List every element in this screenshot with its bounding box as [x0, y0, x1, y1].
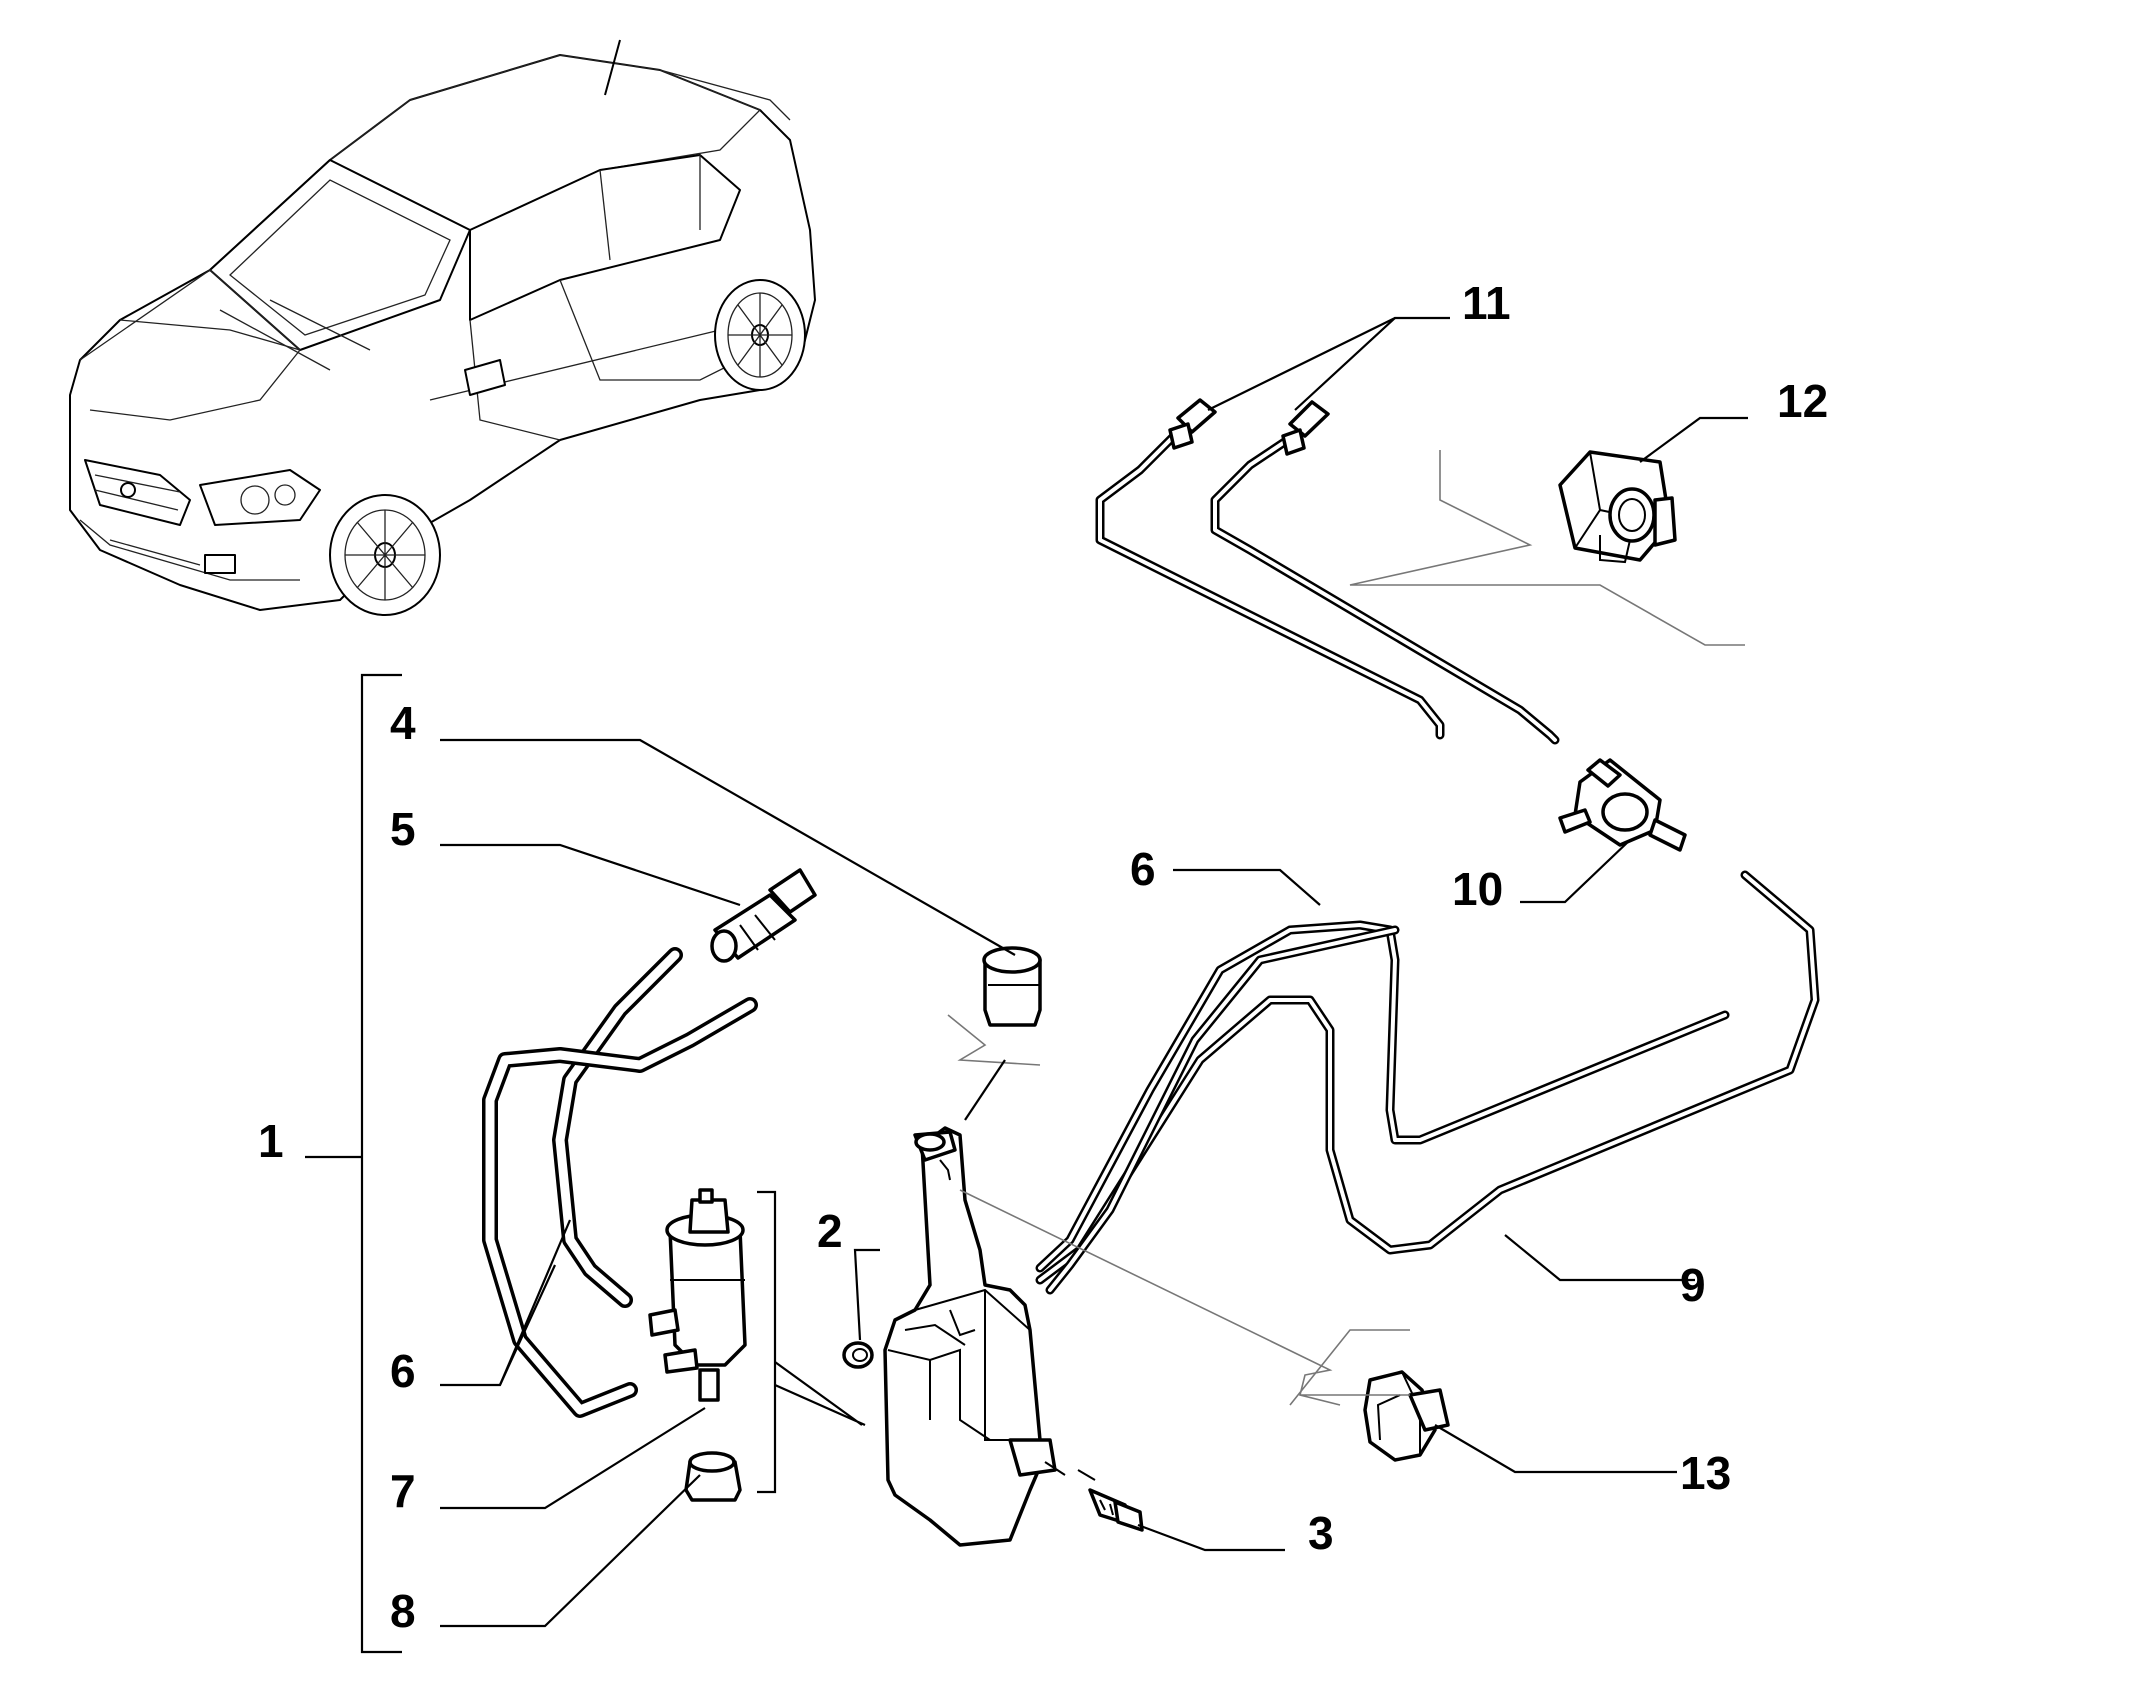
car-illustration — [69, 39, 816, 616]
part-8-grommet — [684, 1451, 742, 1502]
leader-lines — [440, 316, 1748, 1628]
callout-1: 1 — [258, 1115, 284, 1167]
group-bracket — [305, 673, 402, 1654]
callout-3: 3 — [1308, 1507, 1334, 1559]
callout-13: 13 — [1680, 1447, 1732, 1499]
callout-10: 10 — [1452, 863, 1504, 915]
part-12-connector — [1558, 450, 1677, 564]
part-11-spray-pipes — [1095, 398, 1560, 745]
part-4-cap — [982, 946, 1042, 1027]
callout-12: 12 — [1777, 375, 1829, 427]
callout-4: 4 — [390, 697, 416, 749]
part-10-t-connector — [1558, 758, 1687, 852]
part-6-hoses — [482, 947, 758, 1418]
callout-11: 11 — [1462, 277, 1511, 329]
callout-7: 7 — [390, 1465, 416, 1517]
callout-6-hoses: 6 — [390, 1345, 416, 1397]
part-5-fitting — [710, 868, 817, 963]
part-13-clip — [1363, 1370, 1450, 1462]
callout-8: 8 — [390, 1585, 416, 1637]
washer-reservoir — [883, 1126, 1066, 1547]
part-9-pipe — [1035, 870, 1820, 1295]
callout-9: 9 — [1680, 1259, 1706, 1311]
part-2-seal — [842, 1341, 874, 1369]
callout-2: 2 — [817, 1205, 843, 1257]
part-3-bolt — [1077, 1469, 1144, 1532]
callout-6-pipe: 6 — [1130, 843, 1156, 895]
callout-5: 5 — [390, 803, 416, 855]
part-7-pump — [648, 1188, 747, 1402]
